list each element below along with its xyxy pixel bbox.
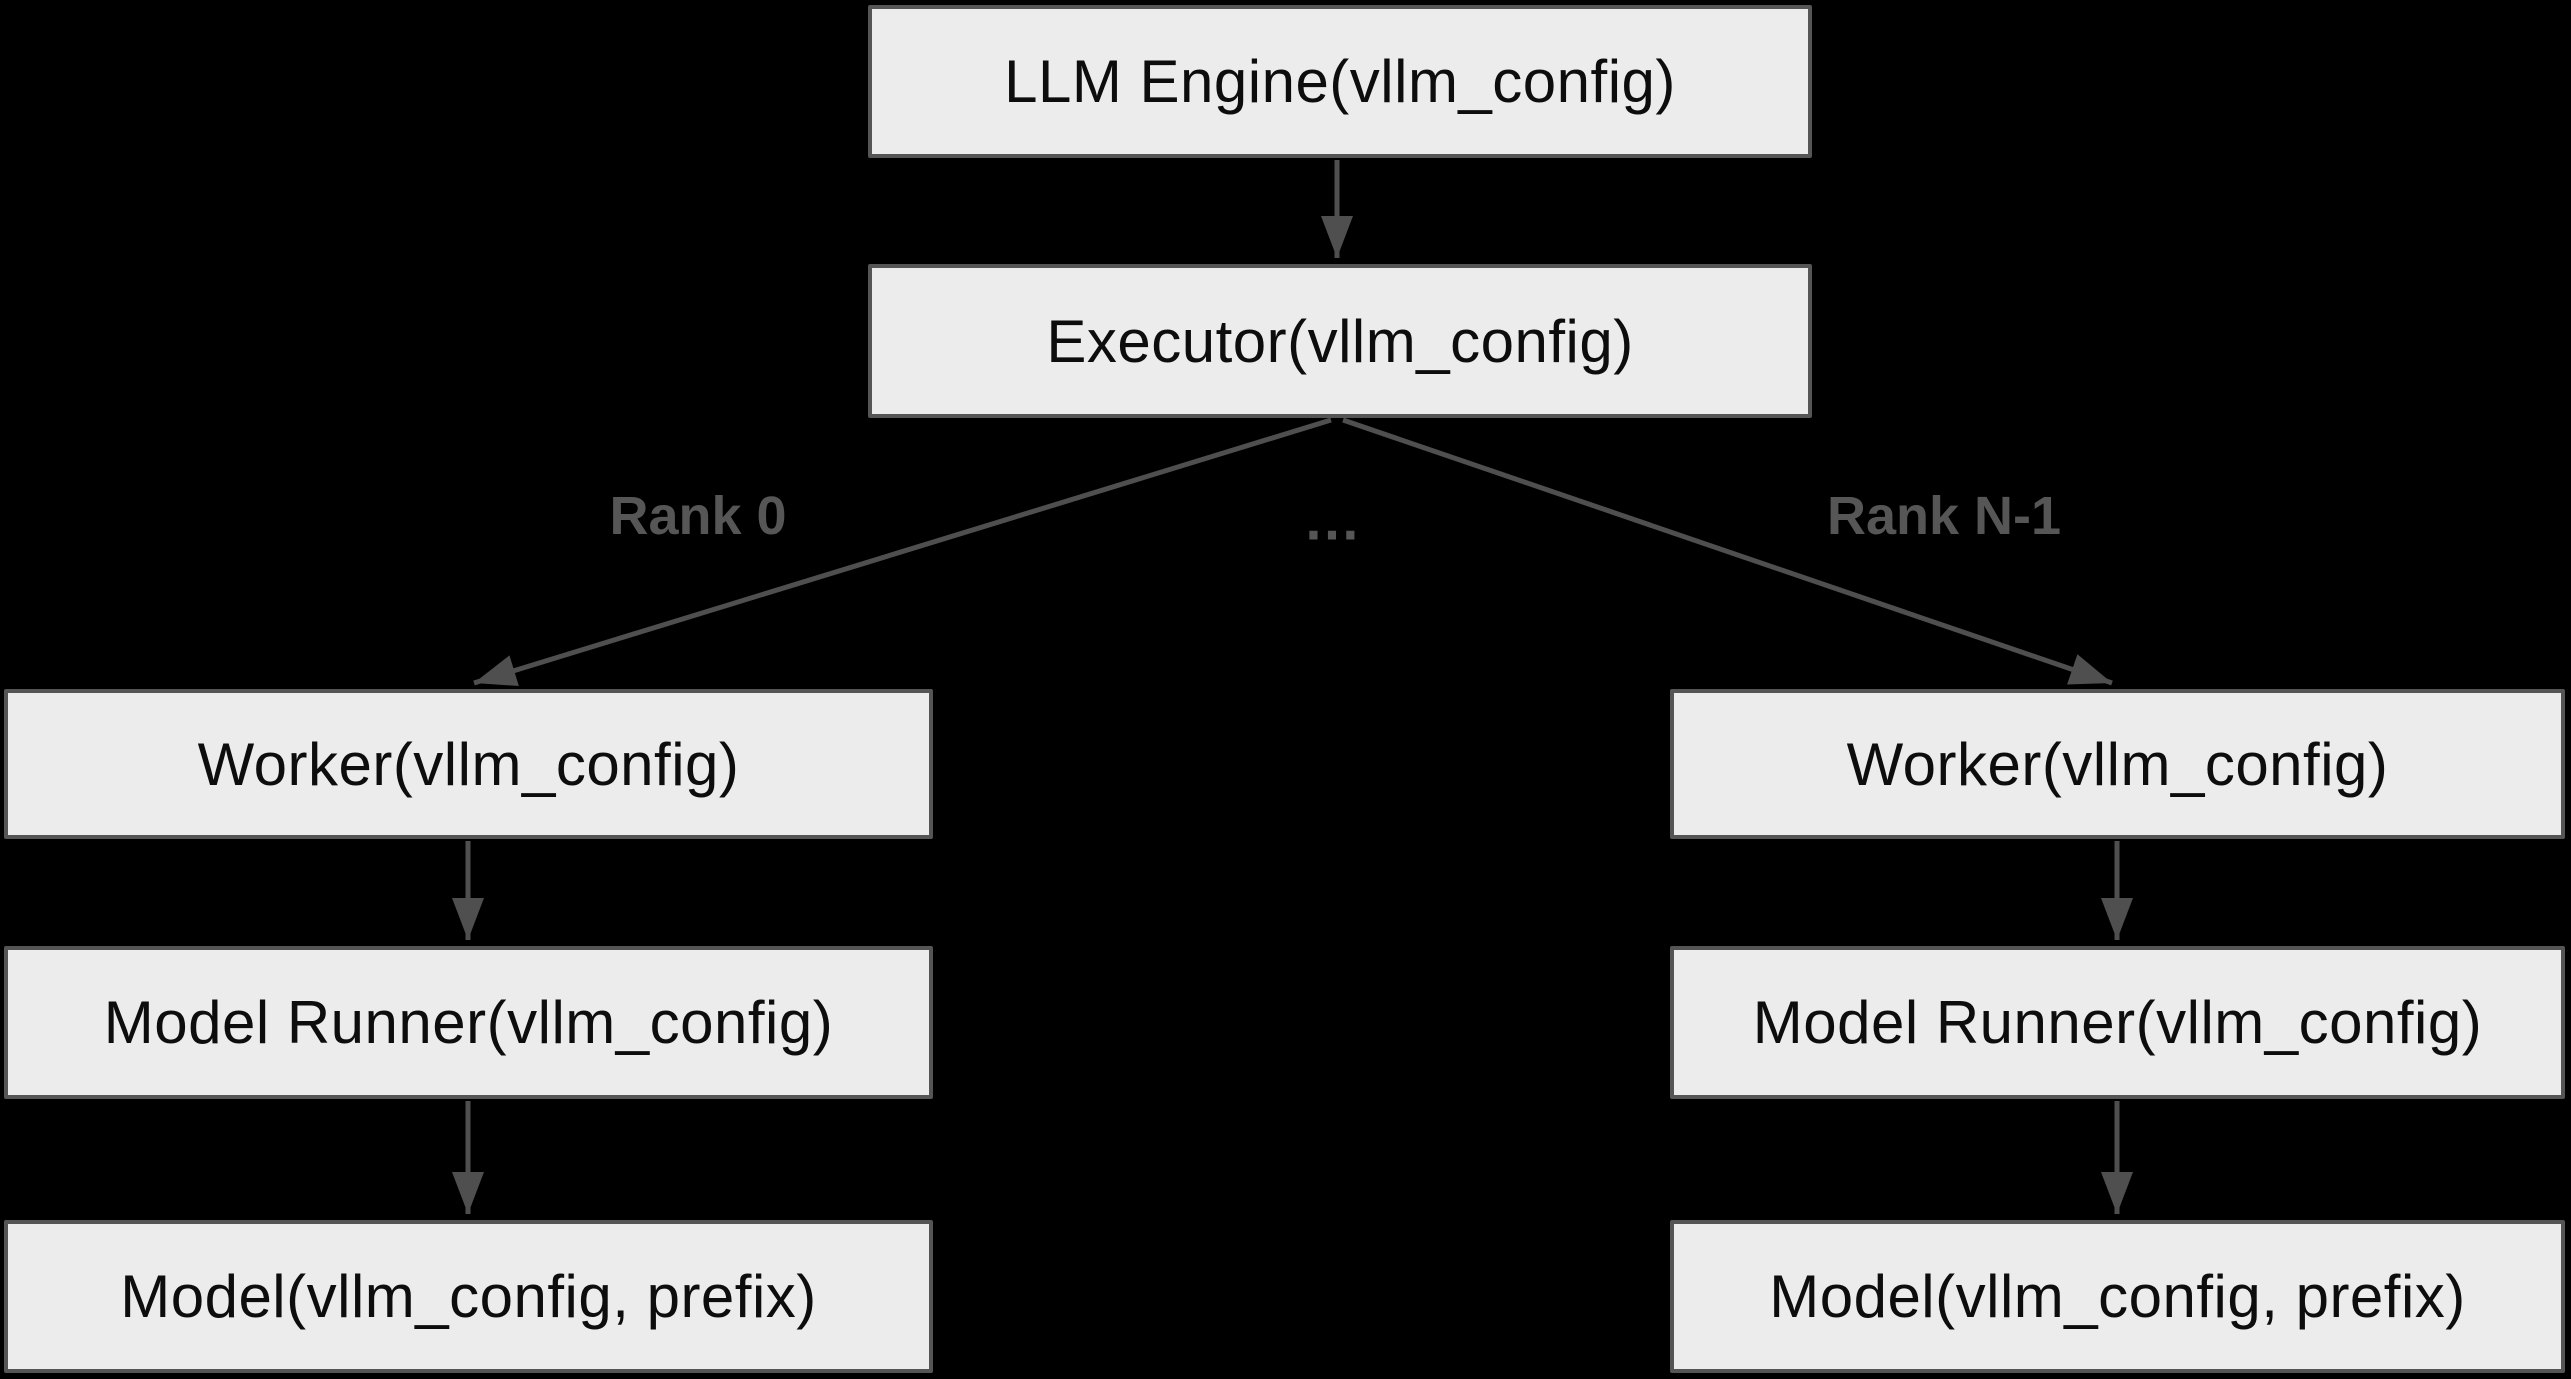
node-worker-left: Worker(vllm_config): [4, 689, 933, 839]
node-model-runner-left: Model Runner(vllm_config): [4, 946, 933, 1099]
edge-label-rank-n-1: Rank N-1: [1826, 486, 2062, 546]
node-llm-engine: LLM Engine(vllm_config): [868, 5, 1812, 158]
edge-executor-to-worker-right: [1342, 417, 2113, 686]
node-model-runner-right: Model Runner(vllm_config): [1670, 946, 2565, 1099]
node-model-right: Model(vllm_config, prefix): [1670, 1220, 2565, 1373]
node-worker-right: Worker(vllm_config): [1670, 689, 2565, 839]
edge-executor-to-worker-left: [473, 417, 1332, 686]
node-label: Worker(vllm_config): [197, 730, 740, 798]
node-label: LLM Engine(vllm_config): [1004, 48, 1676, 115]
node-model-left: Model(vllm_config, prefix): [4, 1220, 933, 1373]
node-label: Model Runner(vllm_config): [103, 989, 834, 1056]
node-label: Executor(vllm_config): [1046, 307, 1634, 375]
node-label: Model Runner(vllm_config): [1752, 989, 2483, 1056]
edge-label-ellipsis: …: [1303, 487, 1361, 553]
node-executor: Executor(vllm_config): [868, 264, 1812, 418]
node-label: Model(vllm_config, prefix): [120, 1263, 817, 1330]
edge-label-rank-0: Rank 0: [609, 486, 787, 546]
node-label: Model(vllm_config, prefix): [1769, 1263, 2466, 1330]
node-label: Worker(vllm_config): [1846, 730, 2389, 798]
